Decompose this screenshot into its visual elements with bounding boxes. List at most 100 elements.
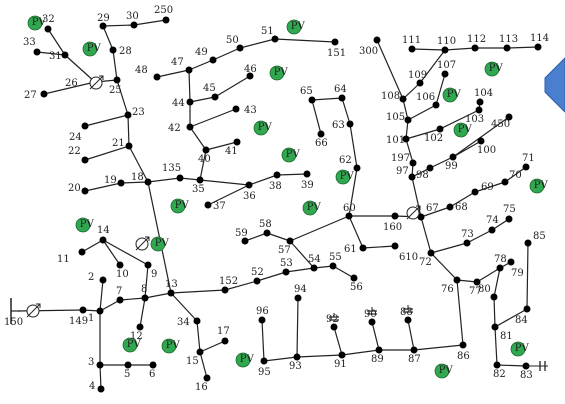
bus-label-39: 39 xyxy=(301,180,314,191)
pv-label: PV xyxy=(447,89,462,100)
bus-node-2 xyxy=(100,277,107,284)
bus-label-108: 108 xyxy=(381,91,400,102)
bus-node-34 xyxy=(194,318,201,325)
bus-node-72 xyxy=(428,250,435,257)
bus-label-113: 113 xyxy=(499,34,518,45)
bus-label-111: 111 xyxy=(402,35,421,46)
bus-label-76: 76 xyxy=(441,284,454,295)
bus-label-66: 66 xyxy=(315,138,328,149)
bus-label-18: 18 xyxy=(131,172,144,183)
bus-node-63 xyxy=(347,121,354,128)
line-15-17 xyxy=(200,341,225,352)
bus-node-104 xyxy=(477,99,484,106)
bus-label-78: 78 xyxy=(494,254,507,265)
bus-label-53: 53 xyxy=(280,258,293,269)
pv-unit-icon: PV xyxy=(443,88,462,102)
bus-node-35 xyxy=(197,177,204,184)
line-89-90 xyxy=(372,322,379,350)
bus-label-99: 99 xyxy=(445,161,458,172)
bus-node-17 xyxy=(222,338,229,345)
bus-node-11 xyxy=(79,249,86,256)
bus-node-105 xyxy=(405,117,412,124)
line-57-60 xyxy=(290,216,349,241)
bus-label-110: 110 xyxy=(437,36,456,47)
bus-node-102 xyxy=(437,126,444,133)
line-35-36 xyxy=(200,180,249,185)
bus-label-64: 64 xyxy=(334,84,347,95)
line-55-56 xyxy=(333,266,354,278)
bus-node-81 xyxy=(492,324,499,331)
bus-label-103: 103 xyxy=(465,114,484,125)
bus-label-151: 151 xyxy=(327,48,346,59)
bus-node-57 xyxy=(287,238,294,245)
bus-node-24 xyxy=(82,123,89,130)
bus-label-62: 62 xyxy=(339,155,352,166)
bus-label-46: 46 xyxy=(244,64,257,75)
bus-label-71: 71 xyxy=(522,153,535,164)
line-105-106 xyxy=(408,105,436,120)
line-45-46 xyxy=(215,76,250,97)
bus-label-86: 86 xyxy=(457,351,470,362)
line-3-4 xyxy=(100,365,101,389)
pv-unit-icon: PV xyxy=(171,199,190,213)
regulator-icon xyxy=(27,304,40,317)
pv-unit-icon: PV xyxy=(435,364,454,378)
direction-arrow-icon xyxy=(545,58,565,112)
bus-node-49 xyxy=(210,57,217,64)
bus-label-72: 72 xyxy=(419,257,432,268)
bus-node-68 xyxy=(447,204,454,211)
bus-node-19 xyxy=(118,180,125,187)
bus-node-99 xyxy=(450,154,457,161)
bus-node-65 xyxy=(309,97,316,104)
line-86-87 xyxy=(414,345,463,350)
pv-unit-icon: PV xyxy=(336,170,355,184)
bus-label-34: 34 xyxy=(177,317,190,328)
bus-label-300: 300 xyxy=(359,46,378,57)
pv-unit-icon: PV xyxy=(485,62,504,76)
bus-label-37: 37 xyxy=(213,201,226,212)
bus-label-13: 13 xyxy=(165,279,178,290)
bus-node-16 xyxy=(204,375,211,382)
bus-node-95 xyxy=(261,358,268,365)
bus-label-50: 50 xyxy=(226,35,239,46)
pv-label: PV xyxy=(307,202,322,213)
line-47-48 xyxy=(157,70,189,77)
pv-unit-icon: PV xyxy=(287,20,306,34)
pv-label: PV xyxy=(240,354,255,365)
bus-label-2: 2 xyxy=(88,272,94,283)
bus-label-3: 3 xyxy=(88,357,94,368)
bus-label-17: 17 xyxy=(217,326,230,337)
line-14-11 xyxy=(82,240,103,252)
bus-label-100: 100 xyxy=(477,145,496,156)
bus-label-20: 20 xyxy=(68,183,81,194)
line-25-28 xyxy=(113,50,117,80)
bus-label-24: 24 xyxy=(69,132,82,143)
bus-node-70 xyxy=(502,179,509,186)
bus-node-21 xyxy=(126,143,133,150)
bus-label-54: 54 xyxy=(308,254,321,265)
bus-label-51: 51 xyxy=(261,26,274,37)
line-28-29 xyxy=(103,26,113,50)
line-40-42 xyxy=(190,127,206,150)
bus-label-102: 102 xyxy=(424,133,443,144)
bus-node-4 xyxy=(98,386,105,393)
bus-node-76 xyxy=(454,277,461,284)
bus-node-27 xyxy=(41,91,48,98)
line-72-73 xyxy=(431,243,467,253)
line-38-39 xyxy=(277,174,307,175)
pv-label: PV xyxy=(274,67,289,78)
bus-label-81: 81 xyxy=(500,331,513,342)
bus-node-62 xyxy=(354,165,361,172)
pv-unit-icon: PV xyxy=(530,179,549,193)
line-44-45 xyxy=(190,97,215,102)
bus-label-250: 250 xyxy=(154,5,173,16)
bus-node-103 xyxy=(476,107,483,114)
bus-node-20 xyxy=(82,188,89,195)
bus-node-110 xyxy=(442,47,449,54)
bus-node-73 xyxy=(464,240,471,247)
bus-node-91 xyxy=(339,352,346,359)
line-18-135 xyxy=(148,178,180,182)
bus-label-33: 33 xyxy=(23,37,36,48)
pv-unit-icon: PV xyxy=(151,237,170,251)
line-29-30 xyxy=(103,25,134,26)
